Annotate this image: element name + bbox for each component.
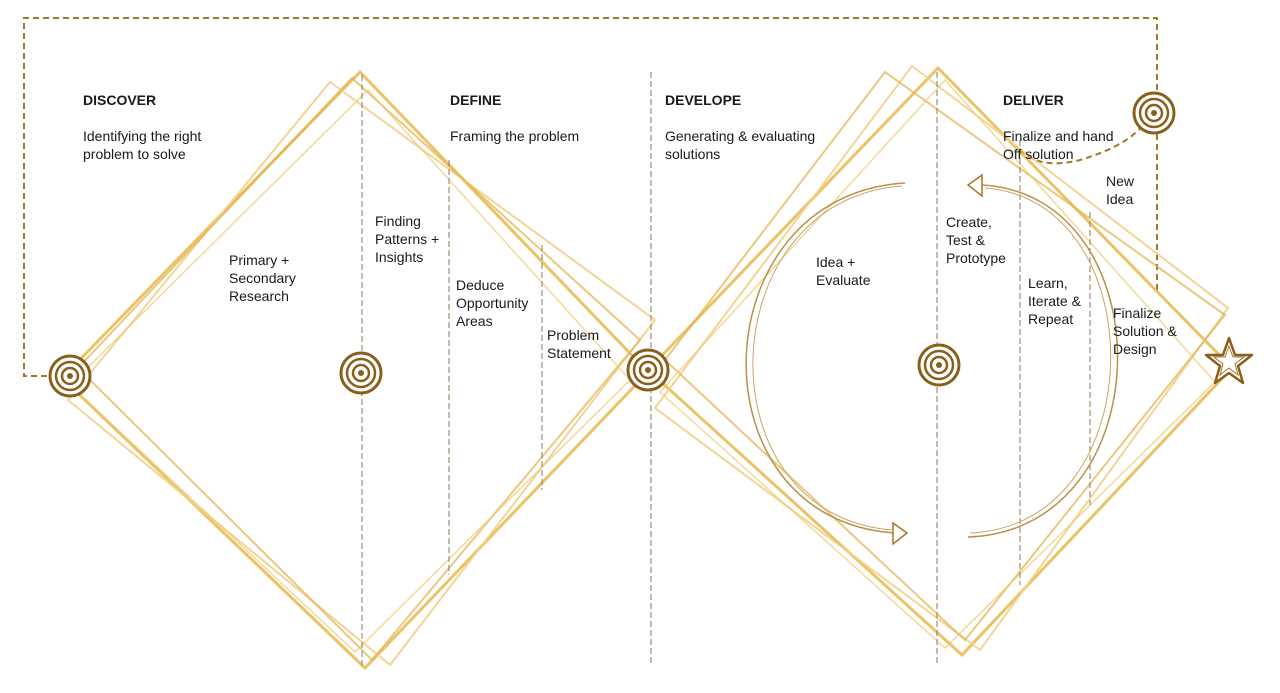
phase-develope: DEVELOPE Generating & evaluating solutio… <box>665 73 815 181</box>
step-research-label: Primary + Secondary Research <box>229 252 296 304</box>
concentric-target-icon <box>339 351 383 395</box>
step-problem-label: Problem Statement <box>547 327 611 361</box>
arrow-head-right-icon <box>892 521 909 546</box>
phase-title: DELIVER <box>1003 92 1064 108</box>
step-new-idea-label: New Idea <box>1106 173 1135 207</box>
left-diamond-outline <box>76 76 642 662</box>
step-opportunity-label: Deduce Opportunity Areas <box>456 277 529 329</box>
step-idea-label: Idea + Evaluate <box>816 254 871 288</box>
step-create-label: Create, Test & Prototype <box>946 214 1006 266</box>
left-diamond <box>59 69 657 671</box>
iteration-arc-left <box>745 182 906 534</box>
arrow-head-left-icon <box>966 173 983 198</box>
phase-subtitle: Finalize and hand Off solution <box>1003 128 1114 162</box>
phase-title: DEFINE <box>450 92 502 108</box>
phase-define: DEFINE Framing the problem <box>450 73 579 163</box>
concentric-target-icon <box>1132 91 1176 135</box>
phase-title: DISCOVER <box>83 92 157 108</box>
step-patterns-label: Finding Patterns + Insights <box>375 213 440 265</box>
right-diamond-outline <box>653 64 1230 652</box>
phase-deliver: DELIVER Finalize and hand Off solution <box>1003 73 1114 181</box>
concentric-target-icon <box>917 343 961 387</box>
concentric-target-icon <box>626 348 670 392</box>
step-learn-label: Learn, Iterate & Repeat <box>1028 275 1081 327</box>
new-idea-dashed-curve <box>1019 121 1146 165</box>
iteration-arc-left <box>752 185 903 531</box>
right-diamond-outline <box>658 78 1217 650</box>
feedback-loop-dashed-line <box>23 17 1158 377</box>
right-diamond-outline <box>645 65 1235 658</box>
concentric-target-icon <box>48 354 92 398</box>
iteration-arc-right <box>967 184 1119 538</box>
left-diamond-outline <box>59 69 651 671</box>
left-diamond-outline <box>68 88 632 654</box>
phase-discover: DISCOVER Identifying the right problem t… <box>83 73 201 181</box>
phase-subtitle: Generating & evaluating solutions <box>665 128 816 162</box>
dividers <box>361 72 1091 665</box>
star-icon <box>1204 336 1254 385</box>
phase-subtitle: Identifying the right problem to solve <box>83 128 202 162</box>
right-diamond <box>645 64 1235 658</box>
phase-subtitle: Framing the problem <box>450 128 580 144</box>
step-finalize-label: Finalize Solution & Design <box>1113 305 1177 357</box>
right-diamond-outline <box>663 70 1227 642</box>
star-icon-inner <box>1212 344 1246 377</box>
iteration-arc-right <box>969 187 1112 534</box>
left-diamond-outline <box>66 80 657 667</box>
phase-title: DEVELOPE <box>665 92 742 108</box>
